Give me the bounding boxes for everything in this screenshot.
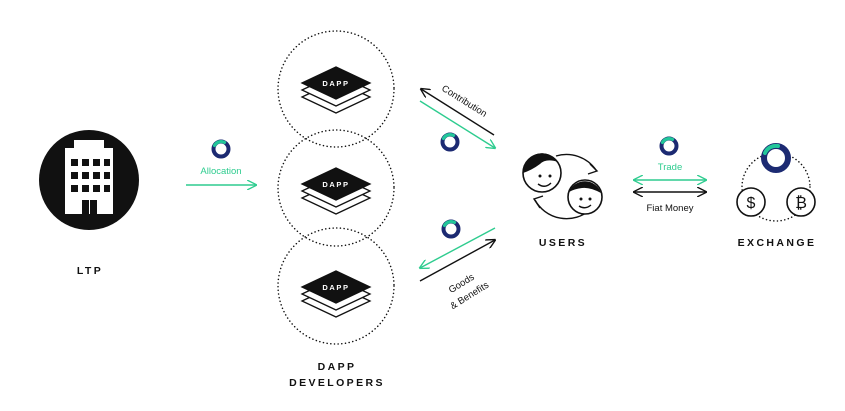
users-label: USERS [539, 237, 587, 249]
contribution-label: Contribution [439, 83, 488, 119]
dapp-circle-top [277, 30, 395, 148]
svg-text:₿: ₿ [795, 194, 807, 212]
two-faces-icon [522, 153, 603, 220]
dollar-icon: $ [736, 187, 766, 217]
exchange-node: $ ₿ [736, 143, 816, 222]
layer-stack-icon: DAPP [301, 167, 371, 215]
bitcoin-icon: ₿ [786, 187, 816, 217]
dapp-badge: DAPP [322, 283, 349, 292]
token-ring-icon [211, 139, 231, 159]
contribution-arrow-in [419, 100, 495, 148]
building-icon [65, 140, 113, 214]
dapp-developers-label-line1: DAPP [318, 361, 357, 373]
ltp-label: LTP [77, 265, 103, 277]
dapp-circle-bottom [277, 227, 395, 345]
dapp-circle-middle [277, 129, 395, 247]
svg-text:$: $ [747, 195, 756, 212]
dapp-badge: DAPP [322, 180, 349, 189]
layer-stack-icon: DAPP [301, 66, 371, 114]
ltp-node [39, 130, 139, 230]
exchange-token-icon [761, 143, 791, 173]
dapp-badge: DAPP [322, 79, 349, 88]
layer-stack-icon: DAPP [301, 270, 371, 318]
token-ring-icon [440, 132, 460, 152]
token-ring-icon [659, 136, 679, 156]
token-ring-icon [441, 219, 461, 239]
dapp-developers-group: DAPP DAPP DAPP [277, 30, 395, 345]
goods-arrow-green [420, 227, 496, 268]
allocation-label: Allocation [200, 166, 241, 177]
dapp-developers-label-line2: DEVELOPERS [289, 377, 385, 389]
contribution-arrow-out [421, 89, 495, 136]
goods-arrow-dark [419, 240, 495, 282]
fiat-money-label: Fiat Money [647, 203, 694, 214]
trade-label: Trade [658, 162, 682, 173]
exchange-label: EXCHANGE [738, 237, 817, 249]
